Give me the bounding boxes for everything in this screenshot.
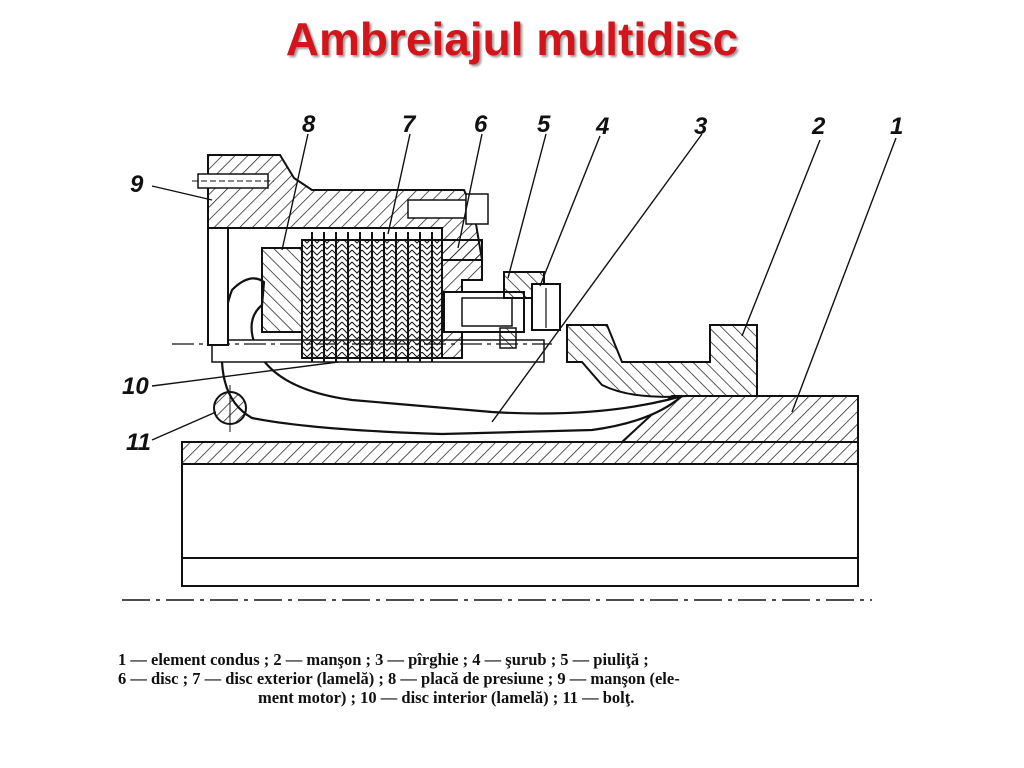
shaft-body [122,441,872,601]
housing-bolts [192,173,489,225]
legend-line: ment motor) ; 10 — disc interior (lamelă… [258,688,635,707]
clutch-section-svg: 1 2 3 4 5 6 7 8 9 10 11 [122,111,903,601]
driven-element-shape [619,395,859,443]
screw-assembly [443,271,561,349]
pressure-plate-shape [261,247,303,333]
disc-pack [301,232,443,362]
callout-10: 10 [122,373,149,400]
callout-8: 8 [302,111,316,138]
callout-1: 1 [890,113,903,140]
callout-7: 7 [402,111,417,138]
callout-5: 5 [537,111,551,138]
callout-4: 4 [595,113,609,140]
callout-6: 6 [474,111,488,138]
callout-11: 11 [126,429,151,456]
callout-3: 3 [694,113,708,140]
figure-legend: 1 — element condus ; 2 — manşon ; 3 — pî… [118,650,908,707]
legend-line: 1 — element condus ; 2 — manşon ; 3 — pî… [118,650,649,669]
leader-lines [151,133,897,441]
legend-line: 6 — disc ; 7 — disc exterior (lamelă) ; … [118,669,680,688]
callout-9: 9 [130,171,144,198]
clutch-drawing: 1 2 3 4 5 6 7 8 9 10 11 [112,100,918,610]
slide-title: Ambreiajul multidisc [285,13,739,65]
callout-2: 2 [811,113,826,140]
sleeve-shape [566,324,758,398]
pin-shape [213,385,247,432]
